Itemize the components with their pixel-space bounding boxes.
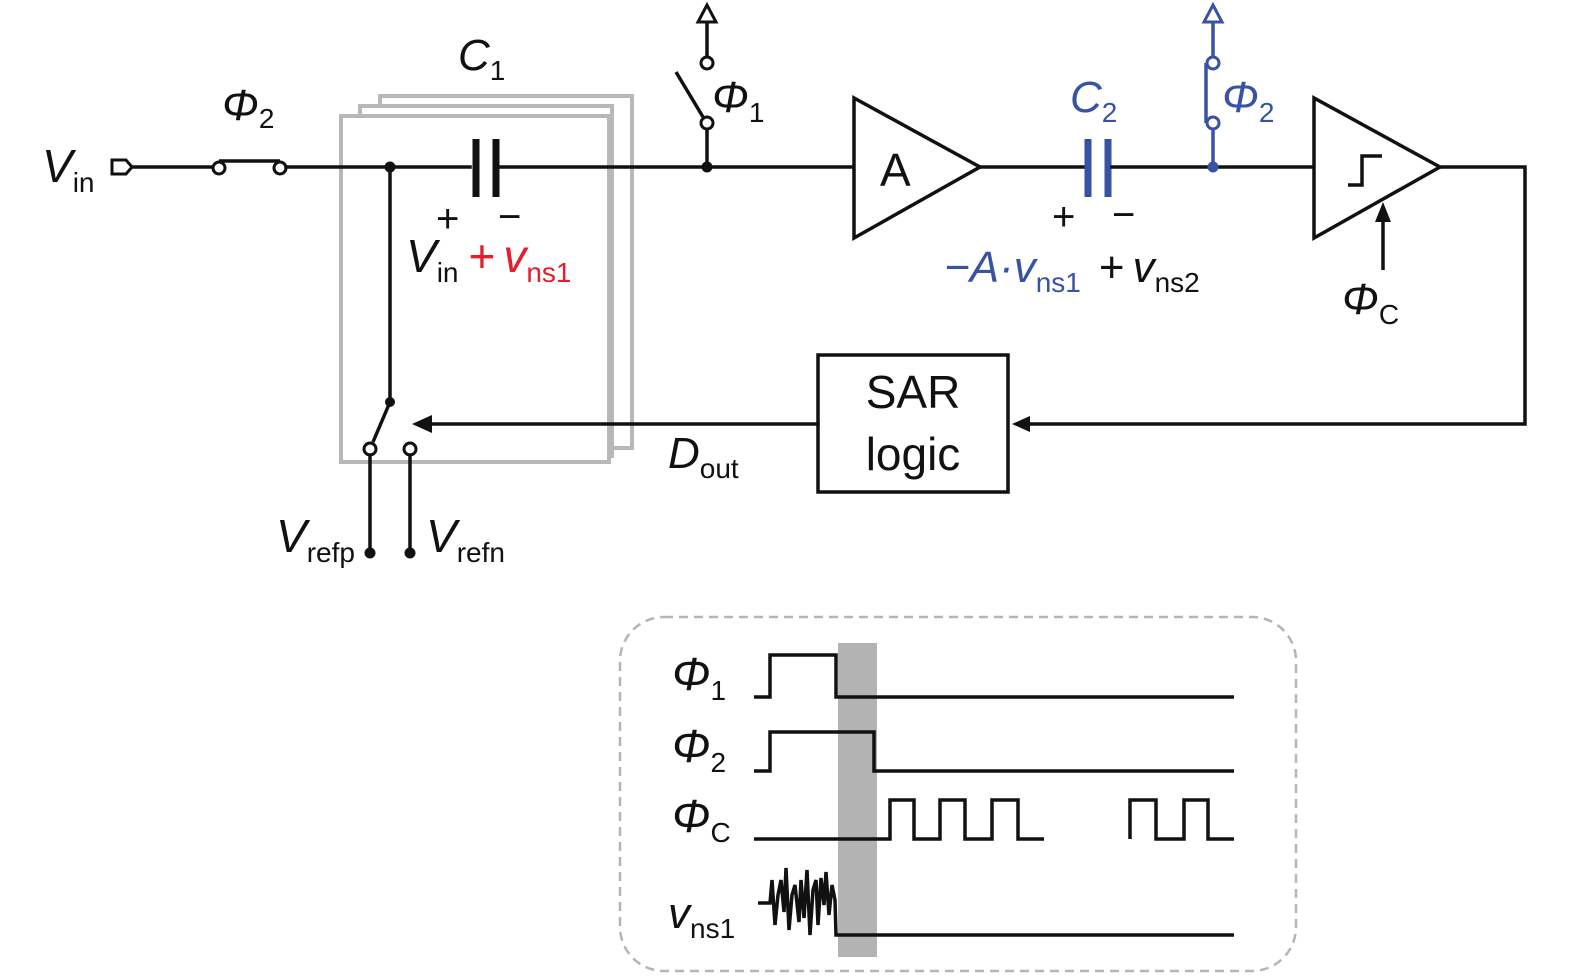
- c1-plus: +: [436, 197, 459, 241]
- arrow-up-icon: [1375, 202, 1391, 222]
- phic-label: ΦC: [1342, 275, 1399, 330]
- timing-label-phi2: Φ2: [672, 720, 726, 778]
- vrefn-terminal: [404, 547, 416, 559]
- phi2-input-switch[interactable]: [211, 159, 288, 176]
- vin-label: Vin: [42, 140, 94, 198]
- arrow-left-icon: [1012, 416, 1030, 432]
- dout-label: Dout: [668, 429, 739, 484]
- waveform-phi1: [754, 653, 1234, 699]
- c2-plus: +: [1052, 195, 1075, 239]
- waveform-phic: [754, 798, 1234, 841]
- phi2-reset-label: Φ2: [1222, 73, 1274, 128]
- timing-diagram-frame: [618, 615, 1298, 973]
- sar-logic-block: [816, 353, 1010, 494]
- wire-feedback: [1024, 165, 1527, 426]
- timing-label-phic: ΦC: [672, 790, 731, 848]
- reference-arrow-icon: [1201, 1, 1225, 24]
- sar-label-line1: SAR: [866, 366, 961, 418]
- arrow-left-icon: [412, 415, 432, 433]
- phi1-reset-switch[interactable]: [674, 22, 715, 167]
- phi1-switch-label: Φ1: [712, 73, 764, 128]
- c2-charge-label: −A·vns1+vns2: [944, 243, 1200, 298]
- vrefp-terminal: [364, 547, 376, 559]
- c1-minus: −: [498, 195, 521, 239]
- vrefp-label: Vrefp: [276, 510, 355, 568]
- waveform-phi2: [754, 730, 1234, 773]
- sampling-window-shade: [838, 643, 877, 957]
- phi2-input-label: Φ2: [222, 81, 274, 134]
- amplifier: [852, 95, 984, 241]
- timing-label-vns1: vns1: [668, 889, 735, 944]
- sar-label-line2: logic: [866, 428, 961, 480]
- timing-label-phi1: Φ1: [672, 648, 726, 706]
- amplifier-label: A: [880, 144, 911, 196]
- phi2-reset-switch[interactable]: [1204, 22, 1221, 167]
- c2-label: C2: [1070, 73, 1117, 128]
- step-icon: [1348, 154, 1382, 187]
- vrefn-label: Vrefn: [426, 510, 505, 568]
- comparator: [1312, 95, 1444, 241]
- vin-terminal[interactable]: [110, 158, 134, 176]
- c1-label: C1: [458, 31, 505, 86]
- c2-capacitor: [1084, 139, 1112, 197]
- c2-minus: −: [1112, 193, 1135, 237]
- reference-arrow-icon: [695, 1, 719, 24]
- c1-capacitor: [472, 139, 500, 197]
- c1-charge-label: Vin+vns1: [406, 230, 572, 288]
- waveform-vns1: [758, 867, 1234, 937]
